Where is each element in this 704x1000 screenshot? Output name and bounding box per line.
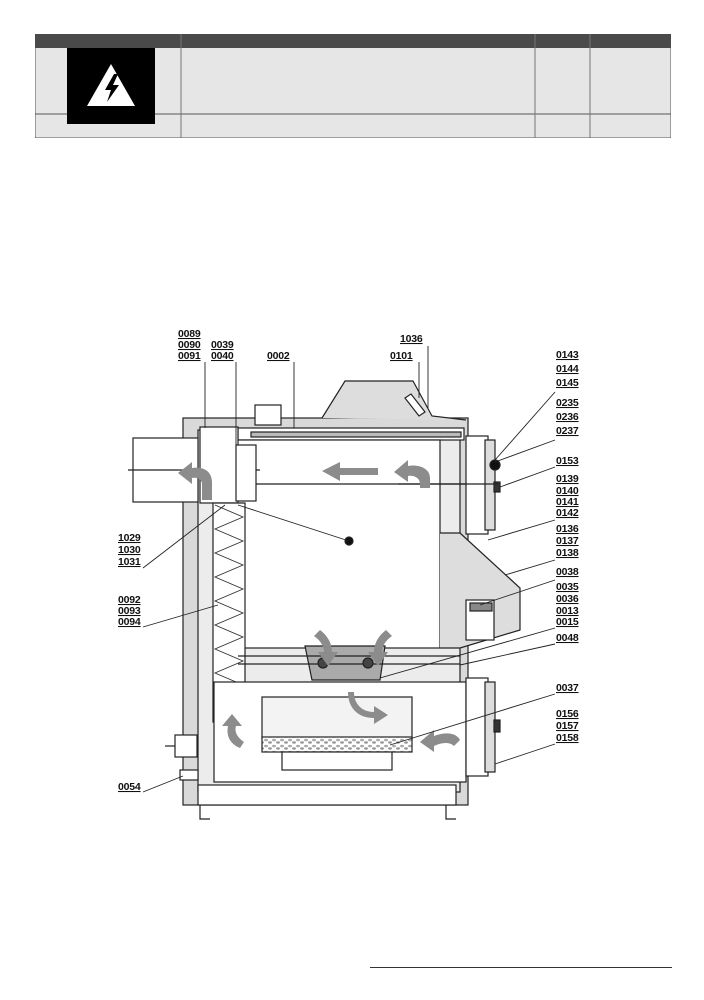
- label-0101: 0101: [390, 350, 413, 362]
- label-0037: 0037: [556, 682, 579, 694]
- flow-arrow-flue-exit: [178, 462, 212, 500]
- high-voltage-warning-icon: [67, 48, 155, 124]
- label-0136: 0136: [556, 523, 579, 535]
- label-0035: 0035: [556, 581, 579, 593]
- label-0140: 0140: [556, 485, 579, 497]
- label-0141: 0141: [556, 496, 579, 508]
- label-0093: 0093: [118, 605, 141, 617]
- label-0156: 0156: [556, 708, 579, 720]
- part-labels: 0089 0090 0091 0039 0040 0002 1036 0101 …: [118, 328, 579, 793]
- label-0090: 0090: [178, 339, 201, 351]
- label-0157: 0157: [556, 720, 579, 732]
- header-table: [35, 34, 671, 138]
- label-0040: 0040: [211, 350, 234, 362]
- label-1029: 1029: [118, 532, 141, 544]
- label-0237: 0237: [556, 425, 579, 437]
- footer-rule: [370, 967, 672, 968]
- label-0054: 0054: [118, 781, 141, 793]
- label-0137: 0137: [556, 535, 579, 547]
- label-0089: 0089: [178, 328, 201, 340]
- label-0013: 0013: [556, 605, 579, 617]
- flue-gas-flow-arrows: [178, 460, 460, 752]
- label-0039: 0039: [211, 339, 234, 351]
- label-0094: 0094: [118, 616, 141, 628]
- label-0015: 0015: [556, 616, 579, 628]
- label-0092: 0092: [118, 594, 141, 606]
- label-0048: 0048: [556, 632, 579, 644]
- label-1030: 1030: [118, 544, 141, 556]
- label-1031: 1031: [118, 556, 141, 568]
- flow-arrow-down-left: [314, 630, 338, 666]
- flow-arrow-return: [420, 730, 460, 752]
- label-0139: 0139: [556, 473, 579, 485]
- flow-arrow-ash: [348, 692, 388, 724]
- label-0038: 0038: [556, 566, 579, 578]
- label-0138: 0138: [556, 547, 579, 559]
- label-0142: 0142: [556, 507, 579, 519]
- label-0236: 0236: [556, 411, 579, 423]
- label-0091: 0091: [178, 350, 201, 362]
- label-0036: 0036: [556, 593, 579, 605]
- flow-arrow-left: [322, 462, 378, 481]
- label-0235: 0235: [556, 397, 579, 409]
- flow-arrow-down-right: [368, 630, 392, 666]
- leader-lines: [142, 346, 556, 793]
- boiler-body: [128, 380, 521, 820]
- label-1036: 1036: [400, 333, 423, 345]
- header-table-graphic: [35, 34, 671, 138]
- flow-arrow-up: [222, 714, 244, 748]
- label-0143: 0143: [556, 349, 579, 361]
- flow-arrow-turn: [394, 460, 430, 488]
- label-0144: 0144: [556, 363, 579, 375]
- label-0153: 0153: [556, 455, 579, 467]
- label-0145: 0145: [556, 377, 579, 389]
- label-0158: 0158: [556, 732, 579, 744]
- label-0002: 0002: [267, 350, 290, 362]
